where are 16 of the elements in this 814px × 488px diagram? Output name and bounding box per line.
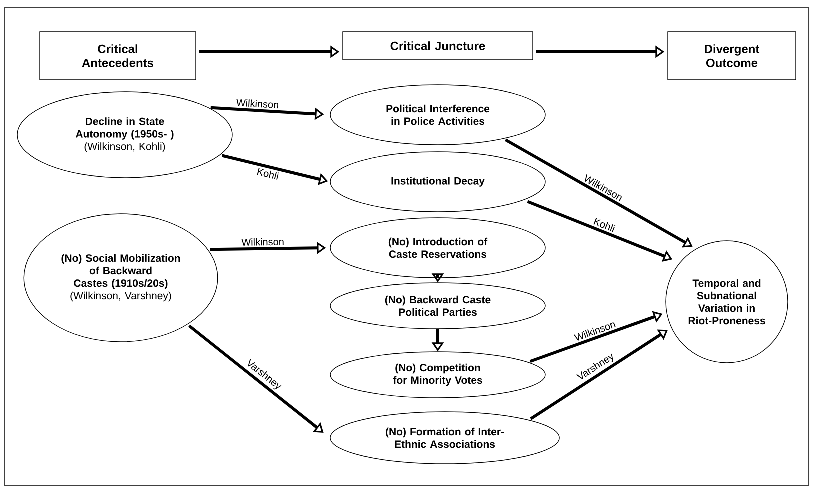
ellipse-node: Decline in State Autonomy (1950s- ) (Wilkinson, Kohli) xyxy=(17,92,233,178)
ellipse-node: (No) Social Mobilization of Backward Castes (1910s/20s) (Wilkinson, Varshney) xyxy=(24,214,218,342)
ellipse-node: (No) Competition for Minority Votes xyxy=(330,352,546,398)
edge-label: Kohli xyxy=(257,168,280,180)
header-box: Critical Juncture xyxy=(342,32,534,60)
edge-label: Wilkinson xyxy=(236,99,278,109)
header-box: Critical Antecedents xyxy=(40,32,196,80)
edge-label: Kohli xyxy=(594,218,616,232)
header-box: Divergent Outcome xyxy=(668,32,796,80)
ellipse-node: Institutional Decay xyxy=(330,152,546,212)
ellipse-node: (No) Introduction of Caste Reservations xyxy=(330,218,546,278)
arrow xyxy=(188,324,324,433)
ellipse-node: Political Interference in Police Activities xyxy=(330,84,546,146)
edge-label: Wilkinson xyxy=(242,238,284,246)
ellipse-node: (No) Backward Caste Political Parties xyxy=(330,282,546,330)
ellipse-node: (No) Formation of Inter-Ethnic Associations xyxy=(330,412,560,464)
